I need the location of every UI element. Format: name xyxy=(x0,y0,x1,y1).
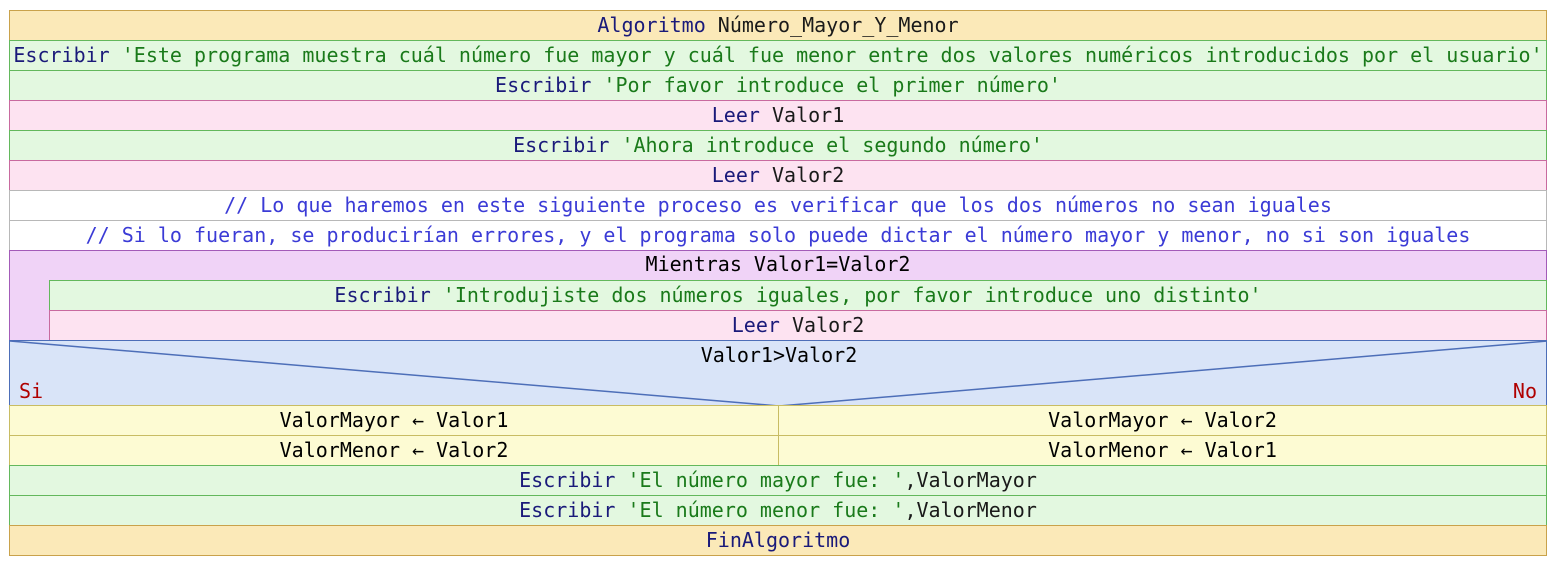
step-var: ,ValorMayor xyxy=(904,468,1037,492)
step-string: 'El número mayor fue: ' xyxy=(627,468,905,492)
algorithm-footer: FinAlgoritmo xyxy=(9,525,1547,556)
step-keyword: Leer xyxy=(711,163,760,187)
condition-block: Valor1>Valor2 Si No xyxy=(9,340,1547,406)
loop-step-write-warning: Escribir 'Introdujiste dos números igual… xyxy=(49,280,1547,311)
no-branch-assign-menor: ValorMenor ← Valor1 xyxy=(778,435,1547,466)
step-keyword: Escribir xyxy=(334,283,431,307)
step-string: 'El número menor fue: ' xyxy=(627,498,905,522)
step-write-menor: Escribir 'El número menor fue: ',ValorMe… xyxy=(9,495,1547,526)
step-text: 'Ahora introduce el segundo número' xyxy=(621,133,1043,157)
algorithm-name: Número_Mayor_Y_Menor xyxy=(717,13,959,37)
algorithm-keyword: Algoritmo xyxy=(597,13,706,37)
step-text: Valor1 xyxy=(771,103,845,127)
step-keyword: Escribir xyxy=(13,43,110,67)
step-text: 'Este programa muestra cuál número fue m… xyxy=(121,43,1543,67)
step-keyword: Leer xyxy=(711,103,760,127)
algorithm-header: Algoritmo Número_Mayor_Y_Menor xyxy=(9,10,1547,41)
while-loop-header: Mientras Valor1=Valor2 xyxy=(645,252,911,276)
step-keyword: Escribir xyxy=(519,468,616,492)
comment-line: // Lo que haremos en este siguiente proc… xyxy=(9,190,1547,221)
step-keyword: Escribir xyxy=(519,498,616,522)
condition-diagonals xyxy=(10,341,1546,405)
step-write-second-prompt: Escribir 'Ahora introduce el segundo núm… xyxy=(9,130,1547,161)
step-read-valor1: Leer Valor1 xyxy=(9,100,1547,131)
condition-yes-label: Si xyxy=(19,379,44,403)
loop-step-read-valor2: Leer Valor2 xyxy=(49,310,1547,341)
step-write-intro: Escribir 'Este programa muestra cuál núm… xyxy=(9,40,1547,71)
step-keyword: Leer xyxy=(731,313,780,337)
no-branch-assign-mayor: ValorMayor ← Valor2 xyxy=(778,405,1547,436)
condition-no-label: No xyxy=(1512,379,1537,403)
step-text: 'Por favor introduce el primer número' xyxy=(603,73,1061,97)
step-keyword: Escribir xyxy=(513,133,610,157)
step-write-mayor: Escribir 'El número mayor fue: ',ValorMa… xyxy=(9,465,1547,496)
step-text: 'Introdujiste dos números iguales, por f… xyxy=(442,283,1262,307)
step-read-valor2: Leer Valor2 xyxy=(9,160,1547,191)
comment-line: // Si lo fueran, se producirían errores,… xyxy=(9,220,1547,251)
yes-branch-assign-menor: ValorMenor ← Valor2 xyxy=(9,435,779,466)
step-text: Valor2 xyxy=(771,163,845,187)
yes-branch-assign-mayor: ValorMayor ← Valor1 xyxy=(9,405,779,436)
step-write-first-prompt: Escribir 'Por favor introduce el primer … xyxy=(9,70,1547,101)
step-keyword: Escribir xyxy=(495,73,592,97)
step-text: Valor2 xyxy=(791,313,865,337)
condition-text: Valor1>Valor2 xyxy=(700,343,858,367)
step-var: ,ValorMenor xyxy=(904,498,1037,522)
